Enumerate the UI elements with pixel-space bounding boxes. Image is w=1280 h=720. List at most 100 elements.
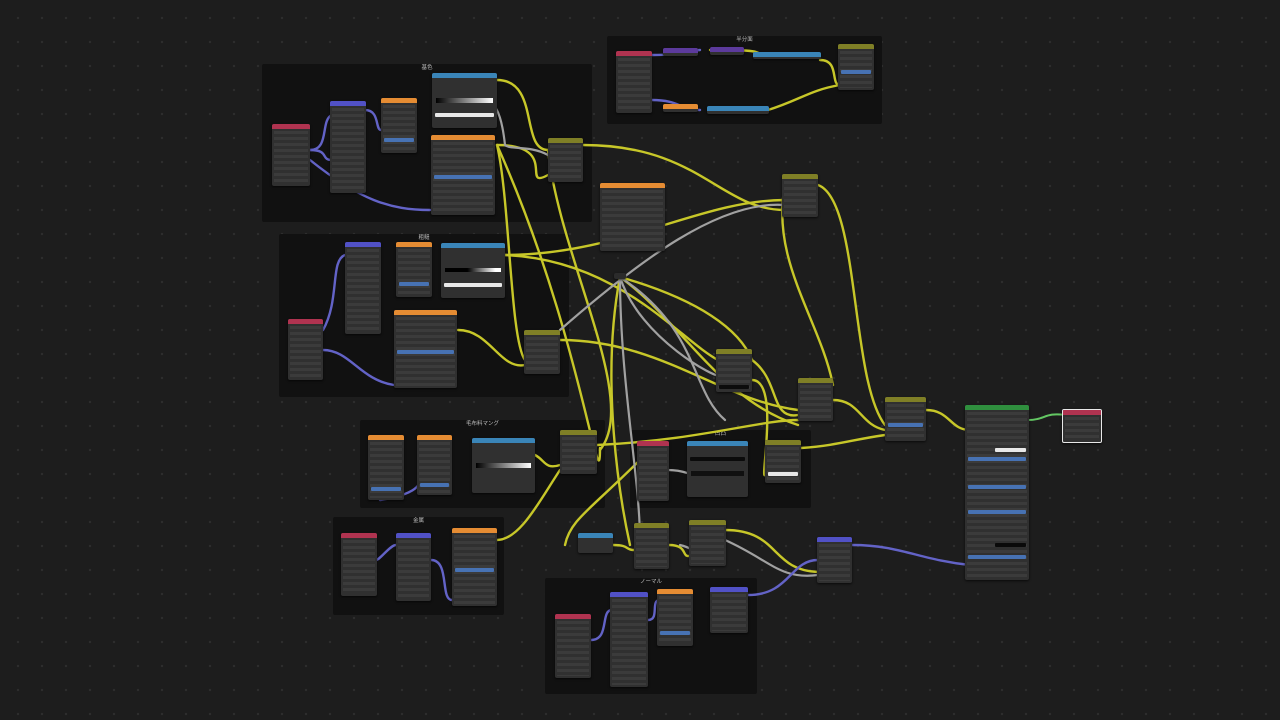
texture-coordinate-node[interactable]	[272, 124, 310, 186]
mix-rgb-node[interactable]	[838, 44, 874, 90]
color-ramp-node[interactable]	[472, 438, 535, 493]
node-header	[753, 52, 821, 57]
node-header	[710, 587, 748, 592]
node-header	[368, 435, 404, 440]
vector-math-node[interactable]	[710, 47, 744, 55]
material-output-node[interactable]	[1062, 409, 1102, 443]
texture-coordinate-node[interactable]	[616, 51, 652, 113]
color-ramp-gradient[interactable]	[436, 98, 493, 103]
separate-node[interactable]	[663, 104, 698, 112]
node-header	[716, 349, 752, 354]
node-header	[610, 592, 648, 597]
mapping-node[interactable]	[396, 533, 431, 601]
node-header	[555, 614, 591, 619]
node-header	[396, 242, 432, 247]
node-header	[707, 106, 769, 111]
vector-math-node[interactable]	[707, 106, 769, 114]
mix-rgb-node[interactable]	[560, 430, 597, 474]
node-header	[345, 242, 381, 247]
reroute-node[interactable]	[614, 273, 626, 279]
color-ramp-node[interactable]	[432, 73, 497, 128]
node-header	[657, 589, 693, 594]
mix-rgb-node[interactable]	[885, 397, 926, 441]
node-header	[288, 319, 323, 324]
node-header	[560, 430, 597, 435]
mix-rgb-node[interactable]	[765, 440, 801, 483]
node-header	[765, 440, 801, 445]
color-ramp-node[interactable]	[441, 243, 505, 298]
node-header	[381, 98, 417, 103]
separate-node[interactable]	[657, 589, 693, 646]
node-header	[600, 183, 665, 188]
mix-rgb-node[interactable]	[716, 349, 752, 392]
image-texture-node[interactable]	[600, 183, 665, 251]
separate-node[interactable]	[417, 435, 452, 495]
node-header	[710, 47, 744, 52]
mix-rgb-node[interactable]	[798, 378, 833, 421]
node-header	[272, 124, 310, 129]
node-header	[452, 528, 497, 533]
mapping-node[interactable]	[330, 101, 366, 193]
mix-rgb-node[interactable]	[524, 330, 560, 374]
node-header	[885, 397, 926, 402]
node-header	[524, 330, 560, 335]
image-texture-node[interactable]	[452, 528, 497, 606]
image-texture-node[interactable]	[431, 135, 495, 215]
mix-rgb-node[interactable]	[782, 174, 818, 217]
vector-math-node[interactable]	[663, 48, 698, 56]
node-header	[431, 135, 495, 140]
texture-coordinate-node[interactable]	[288, 319, 323, 380]
mix-rgb-node[interactable]	[689, 520, 726, 566]
node-header	[472, 438, 535, 443]
node-header	[548, 138, 583, 143]
texture-coordinate-node[interactable]	[555, 614, 591, 678]
separate-node[interactable]	[381, 98, 417, 153]
mix-rgb-node[interactable]	[634, 523, 669, 569]
shader-links	[1027, 413, 1066, 421]
node-header	[616, 51, 652, 56]
node-header	[782, 174, 818, 179]
node-header	[330, 101, 366, 106]
image-texture-node[interactable]	[394, 310, 457, 388]
frame-label: 金属	[412, 518, 424, 524]
mix-rgb-node[interactable]	[548, 138, 583, 182]
node-header	[417, 435, 452, 440]
color-ramp-gradient[interactable]	[476, 463, 531, 468]
color-ramp-gradient[interactable]	[445, 268, 501, 272]
node-header	[838, 44, 874, 49]
node-header	[965, 405, 1029, 410]
frame-label: ノーマル	[639, 579, 662, 585]
node-header	[634, 523, 669, 528]
frame-label: 凹凸	[714, 431, 726, 437]
node-header	[689, 520, 726, 525]
frame-label: 半分面	[736, 37, 753, 43]
node-header	[637, 441, 669, 446]
frame-label: 毛布料マング	[465, 421, 499, 427]
node-header	[1063, 410, 1101, 415]
node-header	[396, 533, 431, 538]
vector-math-node[interactable]	[753, 52, 821, 59]
node-header	[432, 73, 497, 78]
node-header	[578, 533, 613, 538]
node-header	[394, 310, 457, 315]
node-header	[441, 243, 505, 248]
node-header	[663, 104, 698, 109]
texture-coordinate-node[interactable]	[637, 441, 669, 501]
math-node[interactable]	[578, 533, 613, 553]
principled-bsdf-node[interactable]	[965, 405, 1029, 580]
mapping-node[interactable]	[345, 242, 381, 334]
node-header	[798, 378, 833, 383]
frame-label: 基色	[421, 65, 433, 71]
mapping-node[interactable]	[610, 592, 648, 687]
normal-map-node[interactable]	[710, 587, 748, 633]
separate-node[interactable]	[368, 435, 404, 500]
node-header	[663, 48, 698, 53]
separate-node[interactable]	[396, 242, 432, 297]
texture-coordinate-node[interactable]	[341, 533, 377, 596]
color-ramp-node[interactable]	[687, 441, 748, 497]
node-header	[687, 441, 748, 446]
float-links	[445, 88, 820, 577]
bump-node[interactable]	[817, 537, 852, 583]
node-header	[817, 537, 852, 542]
